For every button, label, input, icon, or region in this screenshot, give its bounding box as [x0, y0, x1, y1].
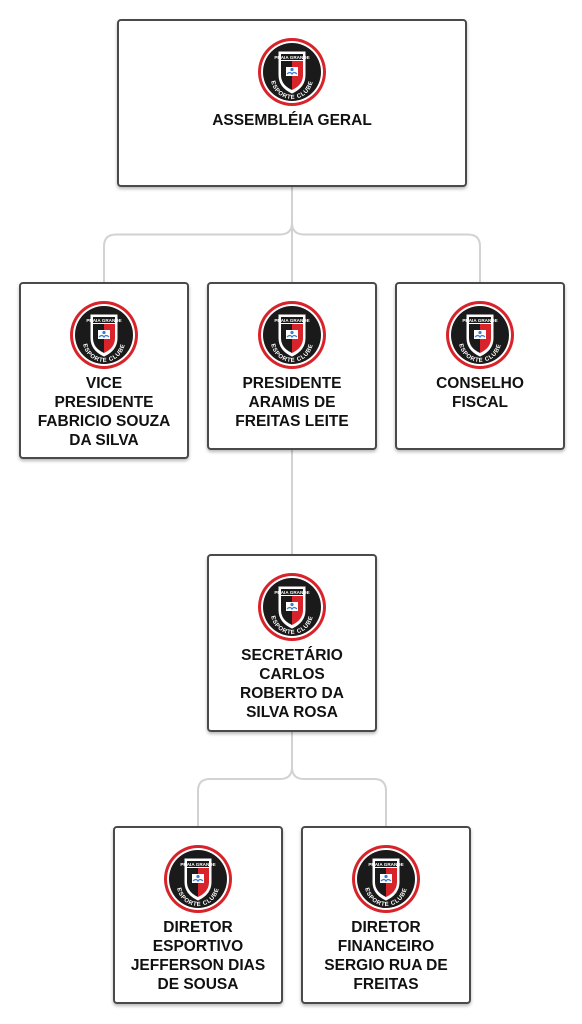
club-logo-icon: ESPORTE CLUBE PRAIA GRANDE: [163, 844, 233, 914]
logo-top-text: PRAIA GRANDE: [180, 862, 215, 867]
node-vice: ESPORTE CLUBE PRAIA GRANDE VICE PRESIDENT…: [19, 282, 189, 459]
club-logo-icon: ESPORTE CLUBE PRAIA GRANDE: [351, 844, 421, 914]
club-logo-svg: ESPORTE CLUBE PRAIA GRANDE: [446, 301, 514, 369]
club-logo-svg: ESPORTE CLUBE PRAIA GRANDE: [258, 573, 326, 641]
node-label-line: SILVA ROSA: [246, 704, 338, 721]
node-label-line: DE SOUSA: [157, 976, 239, 993]
club-logo-icon: ESPORTE CLUBE PRAIA GRANDE: [445, 300, 515, 370]
club-logo-icon: ESPORTE CLUBE PRAIA GRANDE: [257, 37, 327, 107]
node-label: PRESIDENTE ARAMIS DE FREITAS LEITE: [227, 374, 356, 431]
node-label-line: CONSELHO: [436, 375, 524, 392]
logo-top-text: PRAIA GRANDE: [274, 590, 309, 595]
club-logo-icon: ESPORTE CLUBE PRAIA GRANDE: [257, 300, 327, 370]
node-label-line: FREITAS LEITE: [235, 413, 349, 430]
logo-top-text: PRAIA GRANDE: [462, 318, 497, 323]
node-presidente: ESPORTE CLUBE PRAIA GRANDE PRESIDENTE ARA…: [207, 282, 377, 450]
node-secretario: ESPORTE CLUBE PRAIA GRANDE SECRETÁRIO CAR…: [207, 554, 377, 732]
club-logo-svg: ESPORTE CLUBE PRAIA GRANDE: [258, 38, 326, 106]
node-label: CONSELHO FISCAL: [428, 374, 532, 412]
node-label-line: DA SILVA: [69, 432, 139, 449]
club-logo-svg: ESPORTE CLUBE PRAIA GRANDE: [258, 301, 326, 369]
logo-top-text: PRAIA GRANDE: [86, 318, 121, 323]
club-logo-svg: ESPORTE CLUBE PRAIA GRANDE: [352, 845, 420, 913]
connector-assembleia-conselho: [291, 187, 481, 282]
node-label: DIRETOR ESPORTIVO JEFFERSON DIAS DE SOUSA: [123, 918, 273, 994]
node-label: ASSEMBLÉIA GERAL: [204, 111, 380, 130]
logo-top-text: PRAIA GRANDE: [368, 862, 403, 867]
node-label-line: SERGIO RUA DE: [324, 957, 448, 974]
node-financeiro: ESPORTE CLUBE PRAIA GRANDE DIRETOR FINANC…: [301, 826, 471, 1004]
node-label-line: PRESIDENTE: [54, 394, 154, 411]
node-label-line: PRESIDENTE: [242, 375, 342, 392]
node-assembleia: ESPORTE CLUBE PRAIA GRANDE ASSEMBLÉIA GE…: [117, 19, 467, 187]
node-label-line: ESPORTIVO: [152, 938, 244, 955]
node-label-line: JEFFERSON DIAS: [130, 957, 266, 974]
club-logo-icon: ESPORTE CLUBE PRAIA GRANDE: [69, 300, 139, 370]
node-label-line: VICE: [85, 375, 123, 392]
logo-top-text: PRAIA GRANDE: [274, 55, 309, 60]
node-label: VICE PRESIDENTE FABRICIO SOUZA DA SILVA: [30, 374, 179, 450]
node-label-line: DIRETOR: [163, 919, 233, 936]
node-label-line: ARAMIS DE: [248, 394, 336, 411]
node-label: SECRETÁRIO CARLOS ROBERTO DA SILVA ROSA: [232, 646, 352, 722]
node-label-line: ROBERTO DA: [240, 685, 344, 702]
club-logo-svg: ESPORTE CLUBE PRAIA GRANDE: [70, 301, 138, 369]
connector-secretario-financeiro: [291, 732, 387, 826]
node-esportivo: ESPORTE CLUBE PRAIA GRANDE DIRETOR ESPORT…: [113, 826, 283, 1004]
node-label-line: FISCAL: [452, 394, 508, 411]
club-logo-icon: ESPORTE CLUBE PRAIA GRANDE: [257, 572, 327, 642]
node-label-line: ASSEMBLÉIA GERAL: [212, 112, 372, 129]
node-label-line: DIRETOR: [351, 919, 421, 936]
node-label: DIRETOR FINANCEIRO SERGIO RUA DE FREITAS: [316, 918, 455, 994]
node-label-line: CARLOS: [259, 666, 325, 683]
node-label-line: FREITAS: [353, 976, 419, 993]
connector-assembleia-vice: [103, 187, 293, 282]
logo-top-text: PRAIA GRANDE: [274, 318, 309, 323]
club-logo-svg: ESPORTE CLUBE PRAIA GRANDE: [164, 845, 232, 913]
node-conselho: ESPORTE CLUBE PRAIA GRANDE CONSELHO FISCA…: [395, 282, 565, 450]
node-label-line: SECRETÁRIO: [241, 647, 343, 664]
connector-secretario-esportivo: [197, 732, 293, 826]
node-label-line: FABRICIO SOUZA: [37, 413, 171, 430]
node-label-line: FINANCEIRO: [337, 938, 435, 955]
